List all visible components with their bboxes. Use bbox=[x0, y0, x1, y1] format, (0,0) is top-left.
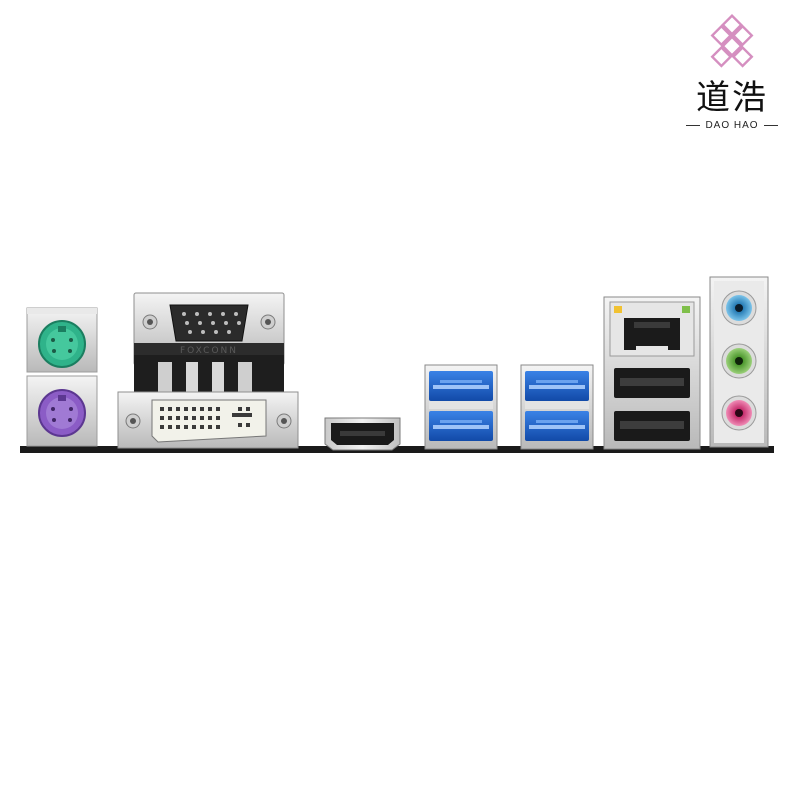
dvi-port bbox=[117, 391, 299, 449]
audio-jack-pink bbox=[721, 395, 757, 431]
hdmi-port bbox=[324, 417, 401, 451]
brand-name-latin: DAO HAO bbox=[676, 120, 788, 131]
pcb-edge bbox=[20, 446, 774, 453]
ps2-port-green bbox=[26, 307, 98, 373]
usb3-stack-2 bbox=[520, 364, 594, 450]
foxconn-label: FOXCONN bbox=[180, 346, 238, 356]
usb3-port-2b bbox=[525, 411, 589, 441]
audio-panel bbox=[709, 276, 769, 448]
usb2-port-a bbox=[614, 368, 690, 398]
vga-dvi-bracket: FOXCONN bbox=[134, 343, 284, 396]
usb3-stack-1 bbox=[424, 364, 498, 450]
lan-usb2-stack bbox=[603, 296, 701, 450]
brand-name-cjk: 道浩 bbox=[696, 78, 768, 118]
usb3-port-1a bbox=[429, 371, 493, 401]
audio-jack-blue bbox=[721, 290, 757, 326]
rj45-lan-port bbox=[609, 301, 695, 357]
brand-logo: 道浩 DAO HAO bbox=[676, 12, 788, 131]
usb3-port-1b bbox=[429, 411, 493, 441]
usb2-port-b bbox=[614, 411, 690, 441]
audio-jack-green bbox=[721, 343, 757, 379]
usb3-port-2a bbox=[525, 371, 589, 401]
diamond-logo-icon bbox=[710, 14, 754, 68]
ps2-port-purple bbox=[26, 375, 98, 447]
